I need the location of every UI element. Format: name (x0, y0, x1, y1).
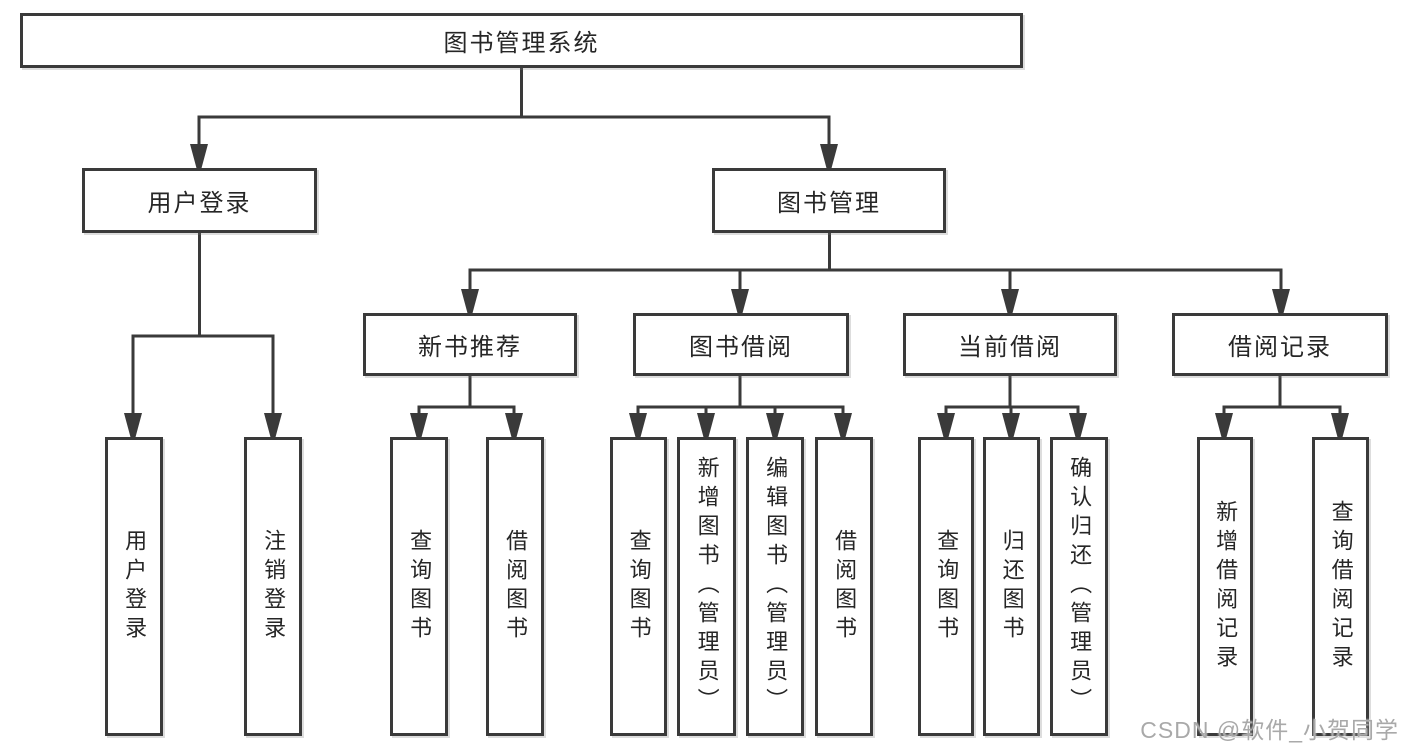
arrowhead-icon (1331, 413, 1349, 439)
arrowhead-icon (124, 413, 142, 439)
leaf-borrow-books-recommend: 借阅图书 (486, 437, 544, 736)
arrowhead-icon (505, 413, 523, 439)
node-user-login-label: 用户登录 (147, 190, 252, 217)
node-current-borrow-label: 当前借阅 (958, 334, 1062, 361)
node-book-management-label: 图书管理 (777, 190, 881, 217)
node-borrow-records-label: 借阅记录 (1228, 334, 1332, 361)
node-new-book-recommend: 新书推荐 (363, 313, 577, 376)
node-book-management: 图书管理 (712, 168, 946, 233)
arrowhead-icon (1001, 289, 1019, 315)
leaf-query-borrow-record: 查询借阅记录 (1312, 437, 1369, 736)
arrowhead-icon (834, 413, 852, 439)
leaf-query-books-borrow: 查询图书 (610, 437, 667, 736)
leaf-query-books-recommend: 查询图书 (390, 437, 448, 736)
arrowhead-icon (731, 289, 749, 315)
node-book-borrow-label: 图书借阅 (689, 334, 793, 361)
leaf-logout: 注销登录 (244, 437, 302, 736)
node-borrow-records: 借阅记录 (1172, 313, 1388, 376)
node-user-login: 用户登录 (82, 168, 317, 233)
arrowhead-icon (697, 413, 715, 439)
arrowhead-icon (820, 144, 838, 170)
arrowhead-icon (1272, 289, 1290, 315)
arrowhead-icon (190, 144, 208, 170)
leaf-user-login: 用户登录 (105, 437, 163, 736)
csdn-watermark: CSDN @软件_小贺同学 (1140, 717, 1399, 743)
arrowhead-icon (766, 413, 784, 439)
leaf-return-books: 归还图书 (983, 437, 1040, 736)
arrowhead-icon (629, 413, 647, 439)
arrowhead-icon (410, 413, 428, 439)
leaf-borrow-books: 借阅图书 (815, 437, 873, 736)
leaf-add-books-admin: 新增图书（管理员） (677, 437, 736, 736)
node-root-label: 图书管理系统 (443, 30, 600, 57)
leaf-confirm-return-admin: 确认归还（管理员） (1050, 437, 1108, 736)
node-new-book-recommend-label: 新书推荐 (418, 334, 522, 361)
leaf-query-books-current: 查询图书 (918, 437, 974, 736)
arrowhead-icon (1215, 413, 1233, 439)
arrowhead-icon (937, 413, 955, 439)
node-root: 图书管理系统 (20, 13, 1023, 68)
arrowhead-icon (264, 413, 282, 439)
node-book-borrow: 图书借阅 (633, 313, 849, 376)
arrowhead-icon (461, 289, 479, 315)
arrowhead-icon (1002, 413, 1020, 439)
leaf-add-borrow-record: 新增借阅记录 (1197, 437, 1253, 736)
leaf-edit-books-admin: 编辑图书（管理员） (746, 437, 804, 736)
arrowhead-icon (1069, 413, 1087, 439)
node-current-borrow: 当前借阅 (903, 313, 1117, 376)
